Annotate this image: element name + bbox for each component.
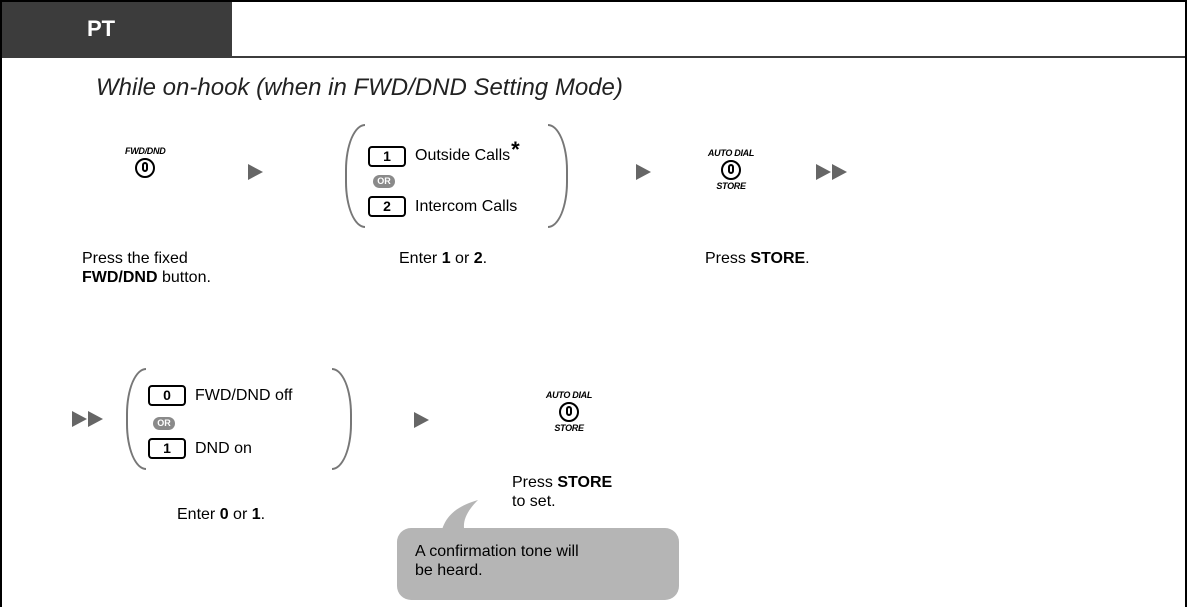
step3-caption: Press STORE. [705,249,810,268]
confirmation-tone-bubble: A confirmation tone will be heard. [397,528,679,600]
option-label: FWD/DND off [195,386,293,404]
option-outside-calls: 1 Outside Calls* [368,137,520,169]
caption-bold: 1 [441,250,451,267]
arrow-right-icon [88,411,103,427]
caption-bold: 0 [219,506,229,523]
arrow-right-icon [248,164,263,180]
store-button-icon [559,402,579,422]
key-1-icon: 1 [148,438,186,459]
or-badge: OR [153,417,175,430]
option-fwd-dnd-off: 0 FWD/DND off [148,385,292,406]
mode-title: While on-hook (when in FWD/DND Setting M… [96,74,623,101]
store-button-illustration: AUTO DIAL STORE [704,148,758,191]
bubble-text: be heard. [415,562,483,579]
caption-text: to set. [512,493,556,510]
fwd-dnd-button-icon [135,158,155,178]
caption-text: Press [512,474,558,491]
caption-text: Enter [177,506,220,523]
fwd-dnd-button-illustration: FWD/DND [125,146,166,179]
store-button-illustration: AUTO DIAL STORE [542,390,596,433]
caption-text: . [805,250,810,267]
arrow-right-icon [414,412,429,428]
footnote-asterisk: * [511,137,520,162]
option-dnd-on: 1 DND on [148,438,252,459]
arrow-right-icon [816,164,831,180]
auto-dial-label: AUTO DIAL [545,390,593,400]
caption-text: . [260,506,266,523]
bubble-text: A confirmation tone will [415,543,579,560]
caption-text: or [228,506,252,523]
caption-bold: STORE [557,474,613,491]
caption-bold: STORE [750,250,806,267]
option-label: DND on [195,439,252,457]
arrow-right-icon [832,164,847,180]
caption-bold: FWD/DND [82,269,158,286]
option-label: Intercom Calls [415,197,518,215]
store-button-icon [721,160,741,180]
or-badge: OR [373,175,395,188]
caption-text: . [482,250,488,267]
key-2-icon: 2 [368,196,406,217]
header-rule [2,56,1185,58]
caption-text: or [450,250,474,267]
key-0-icon: 0 [148,385,186,406]
step2-caption: Enter 1 or 2. [399,249,487,268]
store-label: STORE [716,181,746,191]
caption-text: Press the fixed [82,250,188,267]
caption-bold: 1 [251,506,261,523]
caption-text: Press [705,250,751,267]
auto-dial-label: AUTO DIAL [707,148,755,158]
fwd-dnd-button-label: FWD/DND [125,146,166,156]
step1-caption: Press the fixed FWD/DND button. [82,249,211,287]
caption-text: Enter [399,250,442,267]
caption-text: button. [157,269,211,286]
header-tab-label: PT [87,16,116,41]
option-label: Outside Calls [415,147,511,164]
option-intercom-calls: 2 Intercom Calls [368,196,517,217]
header-tab: PT [2,2,232,58]
key-1-icon: 1 [368,145,406,167]
store-label: STORE [554,423,584,433]
caption-bold: 2 [473,250,483,267]
step4-caption: Enter 0 or 1. [177,505,265,524]
arrow-right-icon [72,411,87,427]
arrow-right-icon [636,164,651,180]
step5-caption: Press STORE to set. [512,473,612,511]
